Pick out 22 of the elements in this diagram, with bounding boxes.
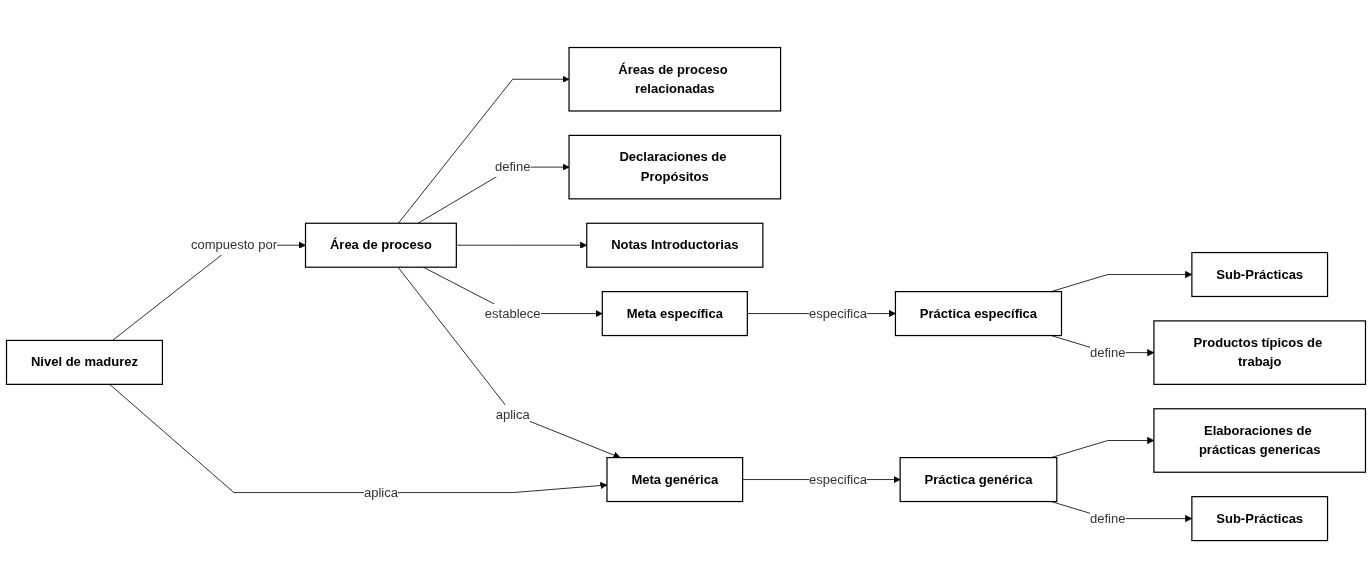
edge-label: especifica xyxy=(809,306,867,321)
edge-label: especifica xyxy=(809,472,867,487)
node-box: Meta genérica xyxy=(606,456,744,503)
node-box: Áreas de proceso relacionadas xyxy=(568,46,782,112)
node-box: Meta específica xyxy=(601,290,748,337)
edge-label: compuesto por xyxy=(190,237,278,252)
node-box: Declaraciones de Propósitos xyxy=(568,134,782,200)
edge-label: define xyxy=(1089,511,1126,526)
node-box: Sub-Prácticas xyxy=(1191,251,1329,298)
node-box: Práctica genérica xyxy=(899,456,1058,503)
edge-label: aplica xyxy=(363,485,398,500)
edge-label: define xyxy=(494,159,531,174)
node-box: Nivel de madurez xyxy=(5,339,164,385)
node-box: Práctica específica xyxy=(894,290,1063,337)
node-box: Área de proceso xyxy=(304,222,457,268)
node-box: Sub-Prácticas xyxy=(1191,496,1329,542)
edge-label: define xyxy=(1089,345,1126,360)
node-box: Notas Introductorias xyxy=(586,222,764,268)
node-box: Productos típicos de trabajo xyxy=(1153,320,1367,385)
edge-label: establece xyxy=(484,306,541,321)
node-box: Elaboraciones de prácticas genericas xyxy=(1153,408,1367,473)
edge-label: aplica xyxy=(495,407,530,421)
